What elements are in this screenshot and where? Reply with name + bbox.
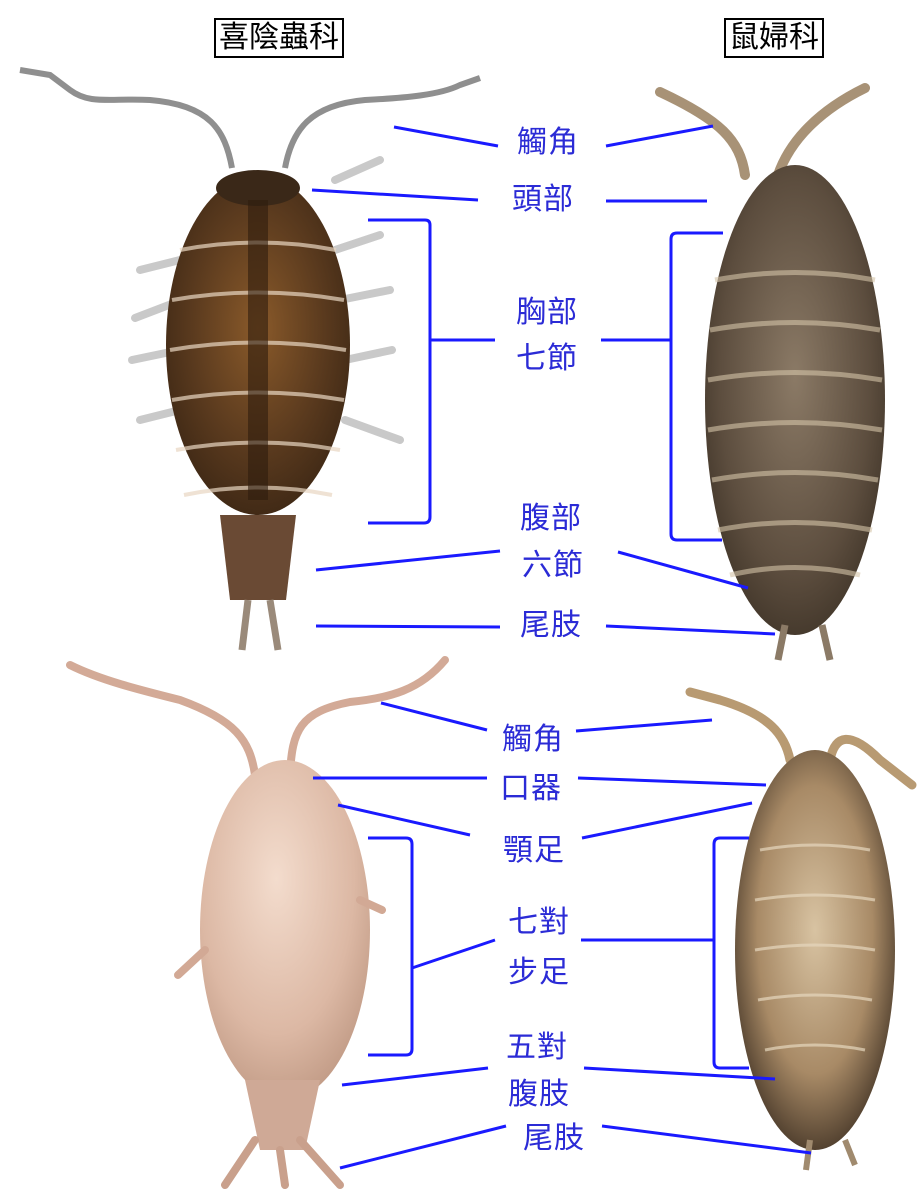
pleon (220, 515, 296, 600)
ligiidae-ventral-specimen (70, 660, 445, 1185)
left-antenna (690, 692, 790, 760)
ligiidae-dorsal-specimen (20, 70, 480, 650)
right-antenna (285, 78, 480, 168)
uropods (242, 600, 278, 650)
label-thorax-line1: 胸部 (516, 296, 578, 330)
label-pleopods-line1: 五對 (506, 1031, 568, 1065)
label-legs-line2: 步足 (508, 956, 570, 990)
body (200, 760, 370, 1100)
right-antenna (778, 88, 865, 175)
label-mouthparts: 口器 (500, 772, 562, 806)
label-legs-line1: 七對 (508, 906, 570, 940)
family-header-porcellionidae: 鼠婦科 (724, 18, 824, 58)
label-head: 頭部 (512, 183, 574, 217)
label-abdomen-line2: 六節 (522, 549, 584, 583)
body (705, 165, 885, 635)
family-header-ligiidae: 喜陰蟲科 (214, 18, 344, 58)
porcellionidae-ventral-specimen (690, 692, 912, 1170)
label-antenna-ventral: 觸角 (502, 723, 564, 757)
right-antenna (290, 660, 445, 775)
left-antenna (70, 665, 255, 775)
label-uropod-ventral: 尾肢 (523, 1122, 585, 1156)
label-thorax-line2: 七節 (516, 342, 578, 376)
label-uropod-dorsal: 尾肢 (520, 609, 582, 643)
left-antenna (20, 70, 232, 168)
label-maxilliped: 顎足 (503, 834, 565, 868)
label-antenna-dorsal: 觸角 (517, 126, 579, 160)
label-abdomen-line1: 腹部 (520, 502, 582, 536)
label-pleopods-line2: 腹肢 (508, 1078, 570, 1112)
